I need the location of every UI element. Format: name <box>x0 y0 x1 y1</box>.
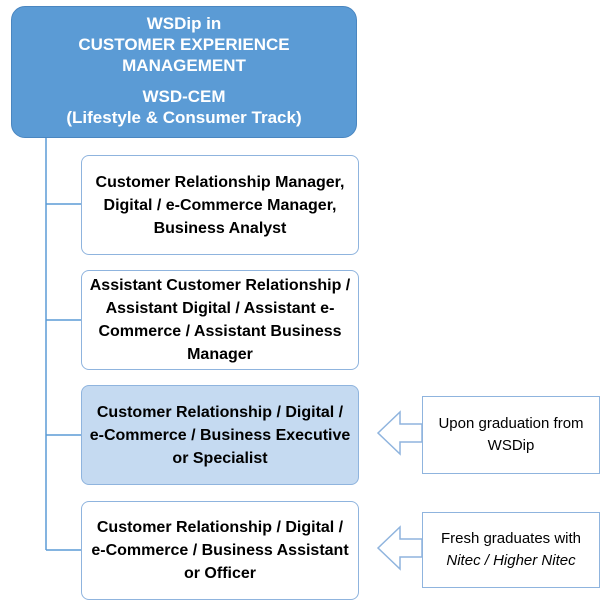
header-line-1: WSDip in <box>146 14 222 33</box>
programme-header: WSDip in CUSTOMER EXPERIENCE MANAGEMENT … <box>11 6 357 138</box>
role-label-assistant-manager: Assistant Customer Relationship / Assist… <box>89 277 351 363</box>
role-label-executive: Customer Relationship / Digital / e-Comm… <box>89 403 351 467</box>
header-line-5: (Lifestyle & Consumer Track) <box>66 108 302 127</box>
role-box-assistant-manager: Assistant Customer Relationship / Assist… <box>81 270 359 370</box>
role-box-manager: Customer Relationship Manager, Digital /… <box>81 155 359 255</box>
arrow-left-icon-1 <box>376 410 423 456</box>
role-label-officer: Customer Relationship / Digital / e-Comm… <box>91 519 349 582</box>
note-fresh-prefix: Fresh graduates with <box>440 530 582 547</box>
arrow-left-icon-2 <box>376 525 423 571</box>
role-box-executive: Customer Relationship / Digital / e-Comm… <box>81 385 359 485</box>
note-fresh-graduates-text: Fresh graduates with Nitec / Higher Nite… <box>429 528 593 572</box>
note-fresh-graduates: Fresh graduates with Nitec / Higher Nite… <box>422 512 600 588</box>
header-line-2: CUSTOMER EXPERIENCE <box>78 35 290 54</box>
role-label-manager: Customer Relationship Manager, Digital /… <box>95 173 345 237</box>
header-line-3: MANAGEMENT <box>122 56 246 75</box>
note-graduation: Upon graduation from WSDip <box>422 396 600 474</box>
note-graduation-text: Upon graduation from WSDip <box>438 415 584 454</box>
header-line-4: WSD-CEM <box>142 87 226 106</box>
note-fresh-italic: Nitec / Higher Nitec <box>446 552 576 569</box>
role-box-officer: Customer Relationship / Digital / e-Comm… <box>81 501 359 600</box>
